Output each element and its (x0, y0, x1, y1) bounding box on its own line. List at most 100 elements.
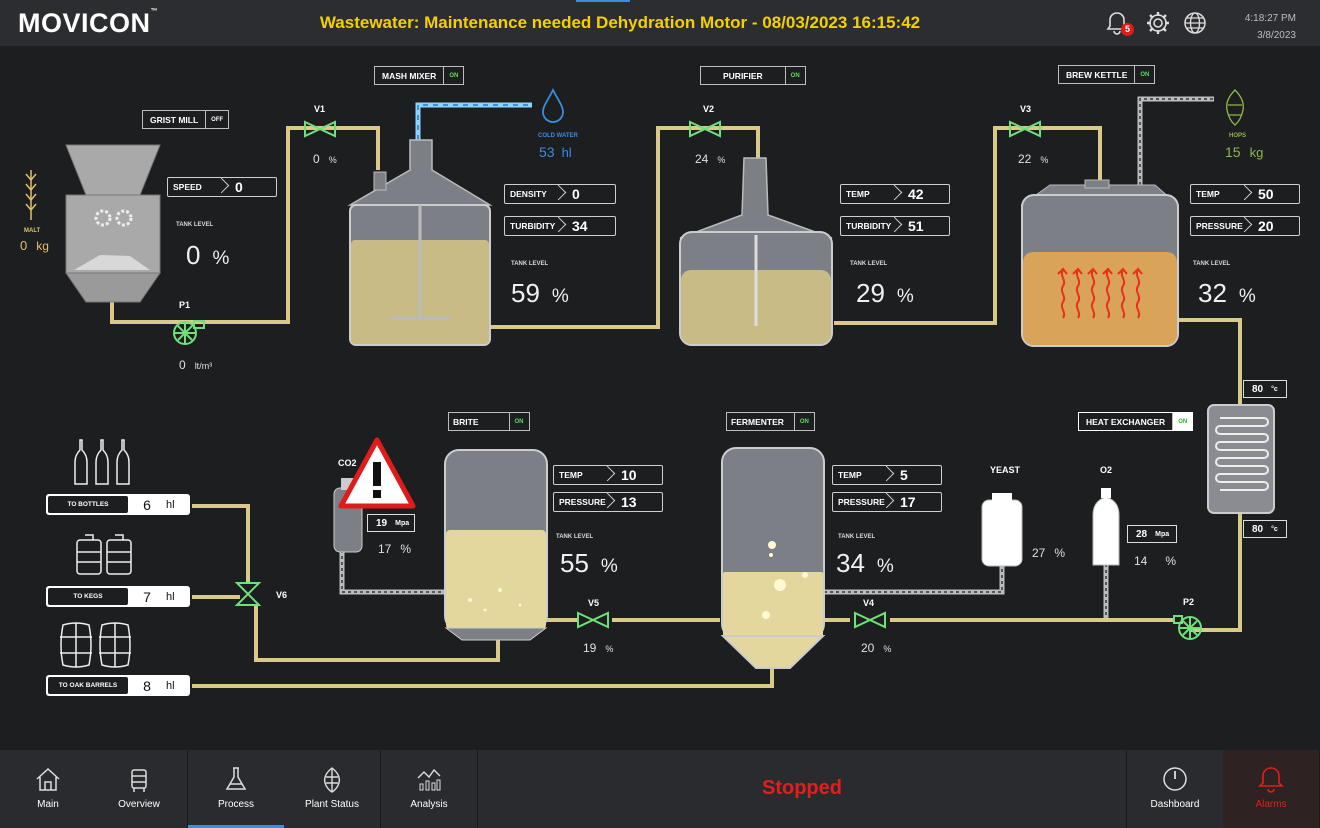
grist-mill-hopper[interactable] (65, 144, 161, 303)
nav-process[interactable]: Process (188, 750, 285, 828)
valve-v1-value: 0% (313, 152, 337, 166)
valve-v1-label: V1 (314, 104, 326, 114)
nav-dashboard[interactable]: Dashboard (1126, 750, 1224, 828)
pump-p1-label: P1 (179, 300, 191, 310)
grist-mill-tank-level-label: TANK LEVEL (176, 222, 214, 228)
nav-plant-status[interactable]: Plant Status (284, 750, 381, 828)
water-drop-icon (542, 87, 564, 123)
process-diagram (25, 87, 1275, 688)
hops-icon (1226, 89, 1244, 126)
valve-v2-value: 24% (695, 152, 726, 166)
valve-v1-icon[interactable] (304, 120, 336, 138)
pump-p2-label: P2 (1183, 597, 1195, 607)
home-icon (36, 767, 60, 791)
wheat-icon (25, 170, 37, 220)
heat-exchanger[interactable] (1207, 404, 1275, 514)
valve-v2-icon[interactable] (689, 120, 721, 138)
barrels-icon (60, 622, 131, 668)
globe-icon[interactable] (1182, 10, 1208, 36)
valve-v4-value: 20% (861, 641, 892, 655)
mash-mixer-tank[interactable] (347, 139, 493, 346)
mash-tank-level-label: TANK LEVEL (511, 261, 549, 267)
active-indicator (576, 0, 630, 2)
bottles-icon (74, 439, 130, 485)
o2-label: O2 (1100, 465, 1113, 475)
valve-v4-label: V4 (863, 598, 875, 608)
grist-mill-tank-level: 0% (186, 240, 230, 270)
gear-icon[interactable] (1145, 10, 1171, 36)
valve-v3-value: 22% (1018, 152, 1049, 166)
valve-v3-icon[interactable] (1009, 120, 1041, 138)
yeast-label: YEAST (990, 465, 1021, 475)
co2-level: 17% (378, 542, 412, 556)
valve-v5-icon[interactable] (577, 611, 609, 629)
kettle-tank-level-label: TANK LEVEL (1193, 261, 1231, 267)
movicon-logo: MOVICON™ (18, 8, 159, 38)
warning-icon[interactable] (338, 437, 416, 509)
nav-alarms[interactable]: Alarms (1223, 750, 1320, 828)
flask-icon (225, 767, 247, 790)
purifier-tank-level-label: TANK LEVEL (850, 261, 888, 267)
bottom-nav: Main Overview Process Plant Status Analy… (0, 750, 1320, 828)
malt-label: MALT (24, 228, 41, 234)
brite-tank-level-label: TANK LEVEL (556, 534, 594, 540)
brew-kettle-tank[interactable] (1020, 179, 1180, 347)
pump-p2-icon[interactable] (1173, 615, 1202, 640)
purifier-tank[interactable] (679, 157, 833, 346)
kegs-icon (76, 534, 132, 575)
yeast-bottle[interactable] (981, 493, 1023, 567)
valve-v2-label: V2 (703, 104, 715, 114)
valve-v6-icon[interactable] (234, 582, 262, 606)
valve-v5-label: V5 (588, 598, 600, 608)
pump-p1-icon[interactable] (173, 320, 205, 345)
o2-bottle[interactable] (1092, 488, 1120, 566)
nav-overview[interactable]: Overview (91, 750, 188, 828)
hops-nav-icon (323, 767, 341, 793)
hx-temp-out: 80°c (1243, 520, 1287, 538)
nav-main[interactable]: Main (0, 750, 97, 828)
alarm-bell-icon (1258, 767, 1284, 793)
valve-v3-label: V3 (1020, 104, 1032, 114)
kettle-tank-level: 32% (1198, 278, 1256, 308)
brite-tank-level: 55% (560, 548, 618, 578)
fermenter-tank[interactable] (720, 447, 826, 669)
mash-tank-level: 59% (511, 278, 569, 308)
yeast-level: 27% (1032, 546, 1066, 560)
cold-water-label: COLD WATER (538, 133, 578, 139)
nav-analysis[interactable]: Analysis (381, 750, 478, 828)
alarm-banner[interactable]: Wastewater: Maintenance needed Dehydrati… (319, 13, 921, 32)
purifier-tank-level: 29% (856, 278, 914, 308)
product-pipes (110, 126, 1242, 688)
chart-icon (417, 768, 441, 791)
bell-icon[interactable] (1104, 10, 1130, 36)
valve-v4-icon[interactable] (854, 611, 886, 629)
brite-tank[interactable] (444, 449, 548, 641)
